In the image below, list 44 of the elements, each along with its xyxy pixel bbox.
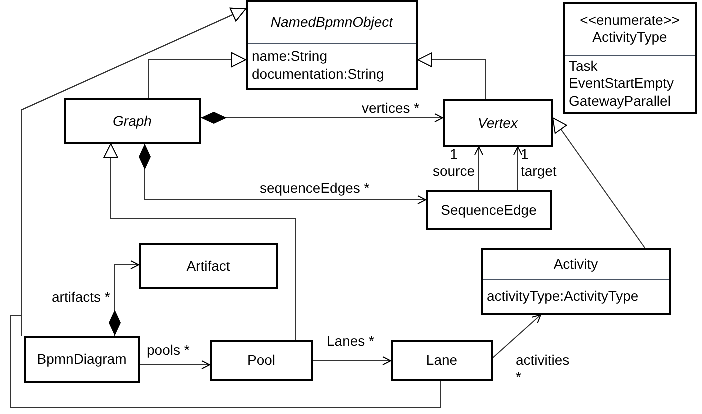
edge-label: sequenceEdges * [260,180,371,197]
composition-arrow [139,144,426,204]
class-name: Artifact [186,258,230,274]
class-name: Vertex [478,114,518,132]
generalization-arrow [418,52,486,100]
class-box [139,243,278,289]
attribute-list: name:String documentation:String [252,48,412,84]
edge-label: vertices * [362,100,421,117]
association-arrow [514,146,522,190]
class-name: Lane [426,352,458,369]
edge-label: Lanes * [327,333,376,350]
association-arrow [312,356,392,366]
edge-label: 1 source [432,146,476,180]
composition-arrow [200,112,444,124]
class-name: <<enumerate>> ActivityType [579,12,681,46]
attribute-list: activityType:ActivityType [487,288,639,306]
class-box [246,0,418,90]
edge-label: pools * [147,342,191,359]
edge-label: activities * [516,352,571,386]
attribute-list: Task EventStartEmpty GatewayParallel [569,58,691,110]
class-box [481,248,671,315]
class-box [24,336,140,383]
association-arrow [140,360,210,370]
class-box [563,2,697,114]
class-name: Graph [113,112,152,130]
class-name: Activity [554,256,598,273]
generalization-arrow [10,8,442,408]
association-arrow [492,314,542,358]
class-box [443,99,553,147]
edge-label: 1 target [521,146,555,180]
class-name: NamedBpmnObject [270,14,394,31]
class-box [210,340,313,381]
association-arrow [474,146,484,190]
class-box [426,190,552,230]
composition-arrow [109,260,140,336]
generalization-arrow [104,144,296,340]
class-box [391,340,493,381]
class-box [64,98,201,144]
edge-label: artifacts * [52,289,112,306]
generalization-arrow [552,118,646,248]
class-name: SequenceEdge [441,202,537,218]
class-name: BpmnDiagram [37,351,127,368]
generalization-arrow [148,52,246,98]
class-name: Pool [247,352,276,369]
